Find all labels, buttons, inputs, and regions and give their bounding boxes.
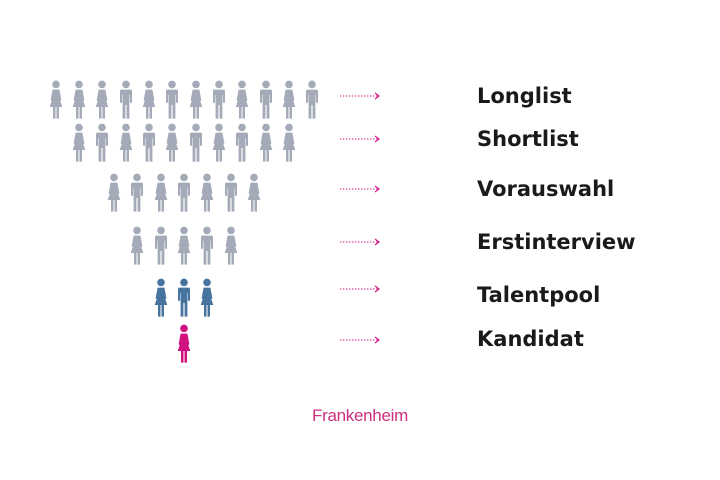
dotted-arrow-icon <box>340 92 380 100</box>
female-person-icon <box>46 80 66 120</box>
male-person-icon <box>221 173 241 213</box>
female-person-icon <box>279 123 299 163</box>
male-person-icon <box>174 278 194 318</box>
male-person-icon <box>232 123 252 163</box>
stage-label: Shortlist <box>477 127 579 151</box>
female-person-icon <box>244 173 264 213</box>
people-group <box>0 80 720 120</box>
stage-label: Longlist <box>477 84 572 108</box>
female-person-icon <box>186 80 206 120</box>
male-person-icon <box>197 226 217 266</box>
male-person-icon <box>116 80 136 120</box>
people-group <box>0 324 720 364</box>
people-group <box>0 226 720 266</box>
stage-label: Talentpool <box>477 283 601 307</box>
female-person-icon <box>174 324 194 364</box>
male-person-icon <box>256 80 276 120</box>
dotted-arrow-icon <box>340 285 380 293</box>
dotted-arrow-icon <box>340 185 380 193</box>
female-person-icon <box>151 173 171 213</box>
female-person-icon <box>92 80 112 120</box>
dotted-arrow-icon <box>340 336 380 344</box>
male-person-icon <box>127 173 147 213</box>
female-person-icon <box>197 173 217 213</box>
people-group <box>0 173 720 213</box>
people-group <box>0 278 720 318</box>
female-person-icon <box>69 123 89 163</box>
female-person-icon <box>221 226 241 266</box>
female-person-icon <box>279 80 299 120</box>
male-person-icon <box>162 80 182 120</box>
male-person-icon <box>209 80 229 120</box>
female-person-icon <box>174 226 194 266</box>
female-person-icon <box>197 278 217 318</box>
people-group <box>0 123 720 163</box>
female-person-icon <box>127 226 147 266</box>
female-person-icon <box>209 123 229 163</box>
male-person-icon <box>186 123 206 163</box>
male-person-icon <box>174 173 194 213</box>
female-person-icon <box>162 123 182 163</box>
male-person-icon <box>92 123 112 163</box>
stage-label: Vorauswahl <box>477 177 615 201</box>
dotted-arrow-icon <box>340 238 380 246</box>
female-person-icon <box>151 278 171 318</box>
male-person-icon <box>302 80 322 120</box>
female-person-icon <box>232 80 252 120</box>
brand-logo: Frankenheim <box>312 406 408 425</box>
male-person-icon <box>151 226 171 266</box>
female-person-icon <box>69 80 89 120</box>
female-person-icon <box>256 123 276 163</box>
stage-label: Kandidat <box>477 327 584 351</box>
female-person-icon <box>116 123 136 163</box>
male-person-icon <box>139 123 159 163</box>
female-person-icon <box>104 173 124 213</box>
dotted-arrow-icon <box>340 135 380 143</box>
female-person-icon <box>139 80 159 120</box>
stage-label: Erstinterview <box>477 230 636 254</box>
